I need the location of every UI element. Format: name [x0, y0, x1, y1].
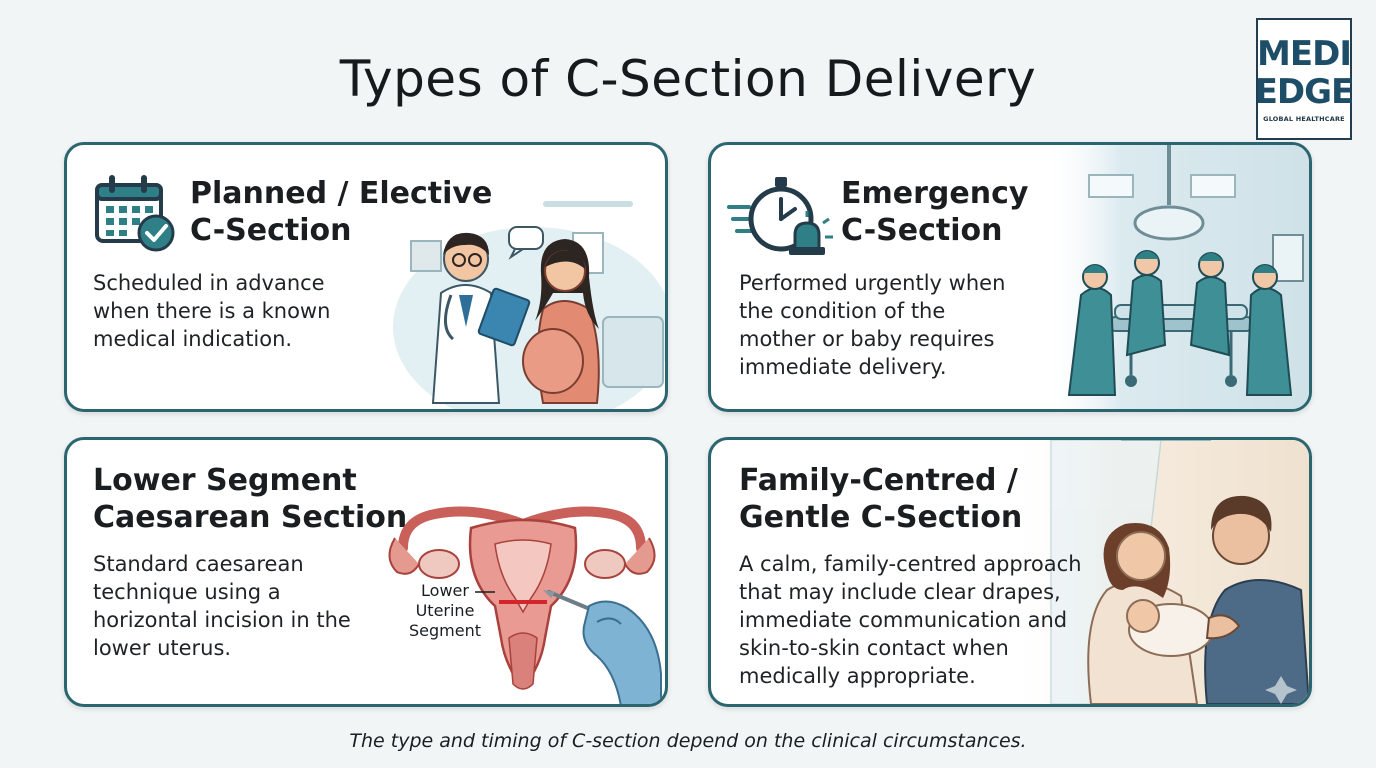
card-title: Lower Segment Caesarean Section [93, 463, 408, 535]
card-title: Emergency C-Section [841, 176, 1029, 248]
logo-tagline: GLOBAL HEALTHCARE [1263, 115, 1345, 123]
doctor-consultation-illustration [393, 201, 665, 409]
card-planned-elective: Planned / Elective C-Section Scheduled i… [64, 142, 668, 412]
card-description: Performed urgently when the condition of… [739, 271, 1006, 379]
annotation-line-2: Uterine [416, 601, 475, 620]
card-description: Scheduled in advance when there is a kno… [93, 271, 331, 351]
card-family-centred: Family-Centred / Gentle C-Section A calm… [708, 437, 1312, 707]
card-title: Family-Centred / Gentle C-Section [739, 463, 1023, 535]
page-title: Types of C-Section Delivery [339, 50, 1037, 108]
card-emergency: Emergency C-Section Performed urgently w… [708, 142, 1312, 412]
logo-line-1: MEDI [1257, 34, 1352, 74]
card-lower-segment: Lower Segment Caesarean Section Standard… [64, 437, 668, 707]
logo-line-2: EDGE [1254, 72, 1355, 112]
operating-room-illustration [1041, 145, 1309, 409]
calendar-check-icon [95, 175, 175, 252]
footnote: The type and timing of C-section depend … [349, 730, 1027, 752]
card-title: Planned / Elective C-Section [190, 176, 493, 248]
uterus-diagram: Lower Uterine Segment [388, 506, 662, 704]
card-description: Standard caesarean technique using a hor… [93, 552, 351, 660]
brand-logo: MEDI EDGE GLOBAL HEALTHCARE [1254, 18, 1355, 140]
annotation-line-1: Lower [421, 581, 469, 600]
family-skin-to-skin-illustration [1011, 440, 1309, 704]
stopwatch-alarm-icon [727, 177, 833, 255]
annotation-line-3: Segment [409, 621, 481, 640]
card-description: A calm, family-centred approach that may… [739, 552, 1082, 688]
